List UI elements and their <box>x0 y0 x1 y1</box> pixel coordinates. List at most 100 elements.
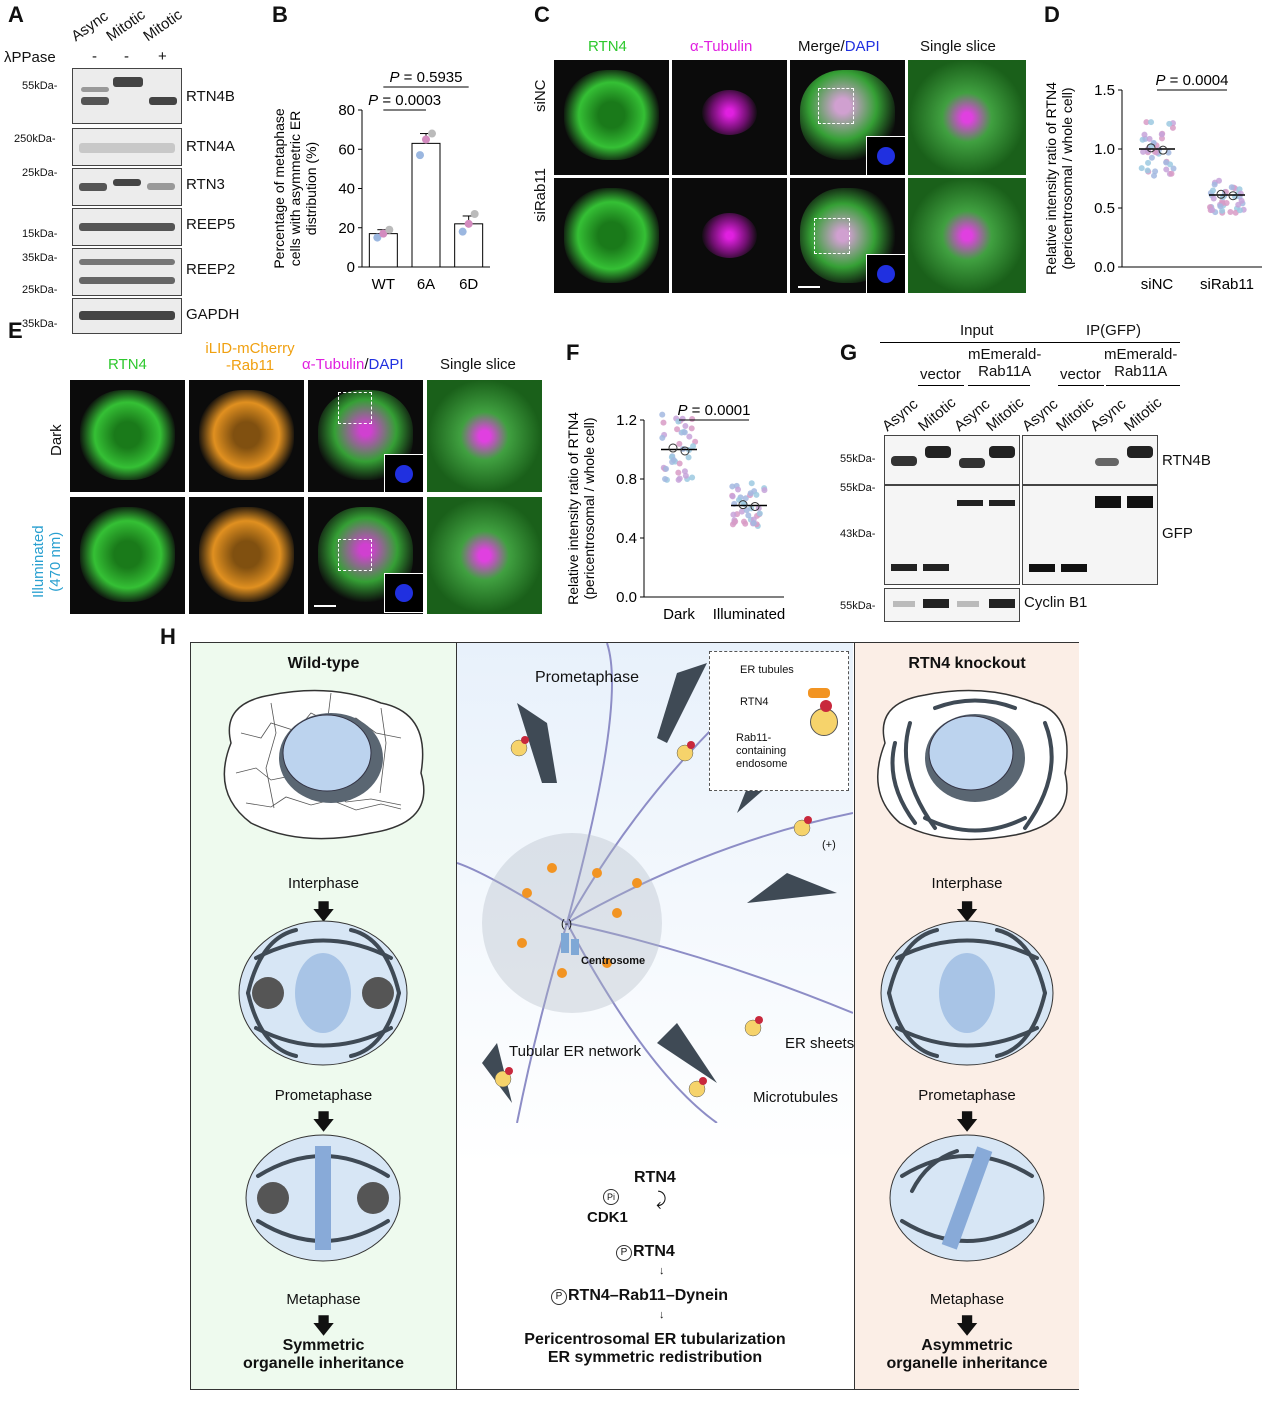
panel-letter-f: F <box>566 340 580 365</box>
rtn4-icon <box>808 688 830 698</box>
data-point <box>738 508 745 515</box>
data-point <box>1227 208 1234 215</box>
data-point <box>1209 207 1216 214</box>
stage-label: Prometaphase <box>274 1087 373 1104</box>
data-point <box>740 518 747 525</box>
blot-name: RTN4B <box>186 88 235 105</box>
y-tick-label: 1.2 <box>616 412 637 429</box>
blot-input-rtn4b <box>884 435 1020 485</box>
replicate-mean <box>750 501 760 511</box>
mw-marker: 15kDa- <box>22 228 58 240</box>
data-point <box>1223 199 1230 206</box>
micrograph <box>308 380 423 492</box>
wild-type-column: Wild-type Interphase 🡇 Prometaphase 🡇 <box>191 643 457 1389</box>
stage-label: Interphase <box>931 875 1003 892</box>
micrograph <box>554 178 669 293</box>
replicate-mean <box>668 443 678 453</box>
blot-name: REEP5 <box>186 216 236 233</box>
mw-marker: 35kDa- <box>22 318 58 330</box>
replicate-mean <box>1228 191 1238 201</box>
sub-label: mEmerald-Rab11A <box>1104 346 1178 380</box>
blot-reep2 <box>72 248 182 296</box>
data-point <box>670 457 677 464</box>
lppase-label: λPPase <box>4 49 56 66</box>
data-point <box>1146 135 1153 142</box>
data-point <box>464 219 473 228</box>
data-point <box>662 475 669 482</box>
data-point <box>686 433 693 440</box>
down-arrow-icon: 🡇 <box>312 1109 335 1134</box>
sheets-label: ER sheets <box>785 1035 855 1052</box>
micrograph <box>790 178 905 293</box>
col-label-tubulin: α-Tubulin <box>690 38 753 55</box>
y-tick-label: 20 <box>338 220 355 237</box>
data-point <box>659 411 666 418</box>
micrograph-slice <box>427 380 542 492</box>
down-arrow-icon: 🡇 <box>312 1313 335 1338</box>
lppase-mark: + <box>158 48 167 65</box>
panel-letter-d: D <box>1044 2 1060 27</box>
metaphase-cell-illustration <box>889 1134 1045 1262</box>
data-point <box>1209 187 1216 194</box>
mw-marker: 25kDa- <box>22 284 58 296</box>
column-title: RTN4 knockout <box>908 655 1026 672</box>
data-point <box>1166 120 1173 127</box>
x-tick-label: WT <box>372 276 395 293</box>
data-point <box>1163 159 1170 166</box>
axis-title: (pericentrosomal / whole cell) <box>581 417 597 599</box>
down-arrow-icon: 🡇 <box>955 899 979 924</box>
micrograph <box>790 60 905 175</box>
data-point <box>1145 159 1152 166</box>
p-value-label: P = 0.0001 <box>678 402 751 419</box>
data-point <box>1151 148 1158 155</box>
lane-label: Mitotic <box>103 6 149 45</box>
data-point <box>676 475 683 482</box>
x-tick-label: 6A <box>417 276 435 293</box>
lppase-mark: - <box>124 48 129 65</box>
data-point <box>1140 148 1147 155</box>
lane-label: Async <box>951 395 994 435</box>
tubular-label: Tubular ER network <box>509 1043 641 1060</box>
data-point <box>458 227 467 236</box>
data-point <box>735 486 742 493</box>
sub-label: vector <box>1060 366 1101 383</box>
micrograph <box>189 380 304 492</box>
data-point <box>742 495 749 502</box>
data-point <box>1138 165 1145 172</box>
data-point <box>1148 119 1155 126</box>
data-point <box>1143 119 1150 126</box>
data-point <box>745 512 752 519</box>
mw-marker: 250kDa- <box>14 133 56 145</box>
replicate-mean <box>738 500 748 510</box>
data-point <box>379 229 388 238</box>
rab11-icon <box>820 700 832 712</box>
micrograph <box>672 178 787 293</box>
mw-marker: 55kDa- <box>840 482 876 494</box>
col-label-merge: Merge/DAPI <box>798 38 880 55</box>
curve-arrow-icon: ⤸ <box>656 1189 667 1209</box>
down-arrow-icon: 🡇 <box>955 1313 979 1338</box>
data-point <box>743 507 750 514</box>
col-label-rtn4: RTN4 <box>108 356 147 373</box>
micrograph <box>70 380 185 492</box>
data-point <box>690 443 697 450</box>
down-arrow-icon: ↓ <box>659 1265 665 1277</box>
panel-letter-a: A <box>8 2 24 27</box>
sub-label: vector <box>920 366 961 383</box>
lane-label: Async <box>879 395 922 435</box>
replicate-mean <box>680 446 690 456</box>
legend-label: ER tubules <box>740 664 794 676</box>
data-point <box>1170 165 1177 172</box>
data-point <box>747 490 754 497</box>
panel-letter-c: C <box>534 2 550 27</box>
pathway-complex: RTN4–Rab11–Dynein <box>568 1287 729 1304</box>
data-point <box>732 518 739 525</box>
col-label-slice: Single slice <box>440 356 516 373</box>
mw-marker: 55kDa- <box>840 453 876 465</box>
lane-label: Mitotic <box>1053 394 1098 435</box>
y-tick-label: 40 <box>338 181 355 198</box>
y-tick-label: 0.0 <box>1094 259 1115 276</box>
endosome-icon <box>810 708 838 736</box>
